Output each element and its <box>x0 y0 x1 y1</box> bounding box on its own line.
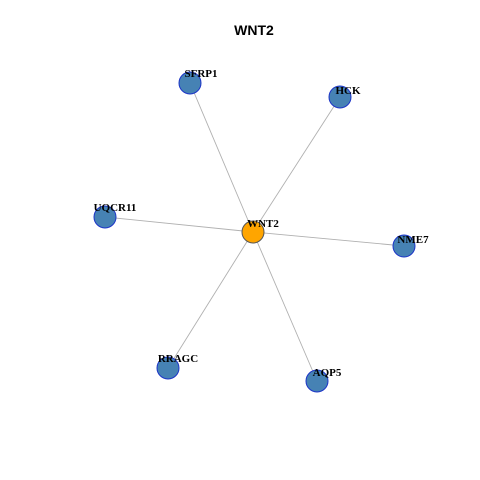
edges-layer <box>104 82 405 382</box>
edge-wnt2-rragc <box>167 231 254 369</box>
edge-wnt2-uqcr11 <box>104 216 254 233</box>
edge-wnt2-nme7 <box>252 231 405 247</box>
node-label-sfrp1: SFRP1 <box>185 68 218 80</box>
edge-wnt2-sfrp1 <box>189 82 254 233</box>
edge-wnt2-aqp5 <box>252 231 318 382</box>
diagram-title: WNT2 <box>234 22 274 38</box>
nodes-layer <box>93 71 416 393</box>
node-label-aqp5: AQP5 <box>313 367 342 379</box>
node-hck <box>328 85 352 109</box>
node-sfrp1 <box>178 71 202 95</box>
node-label-nme7: NME7 <box>397 234 429 246</box>
node-label-wnt2: WNT2 <box>247 218 279 230</box>
node-aqp5 <box>305 369 329 393</box>
node-uqcr11 <box>93 205 117 229</box>
node-nme7 <box>392 234 416 258</box>
edge-wnt2-hck <box>252 96 341 233</box>
node-label-hck: HCK <box>335 85 361 97</box>
node-rragc <box>156 356 180 380</box>
node-label-uqcr11: UQCR11 <box>94 202 137 214</box>
center-node-wnt2 <box>241 220 265 244</box>
node-label-rragc: RRAGC <box>158 353 198 365</box>
